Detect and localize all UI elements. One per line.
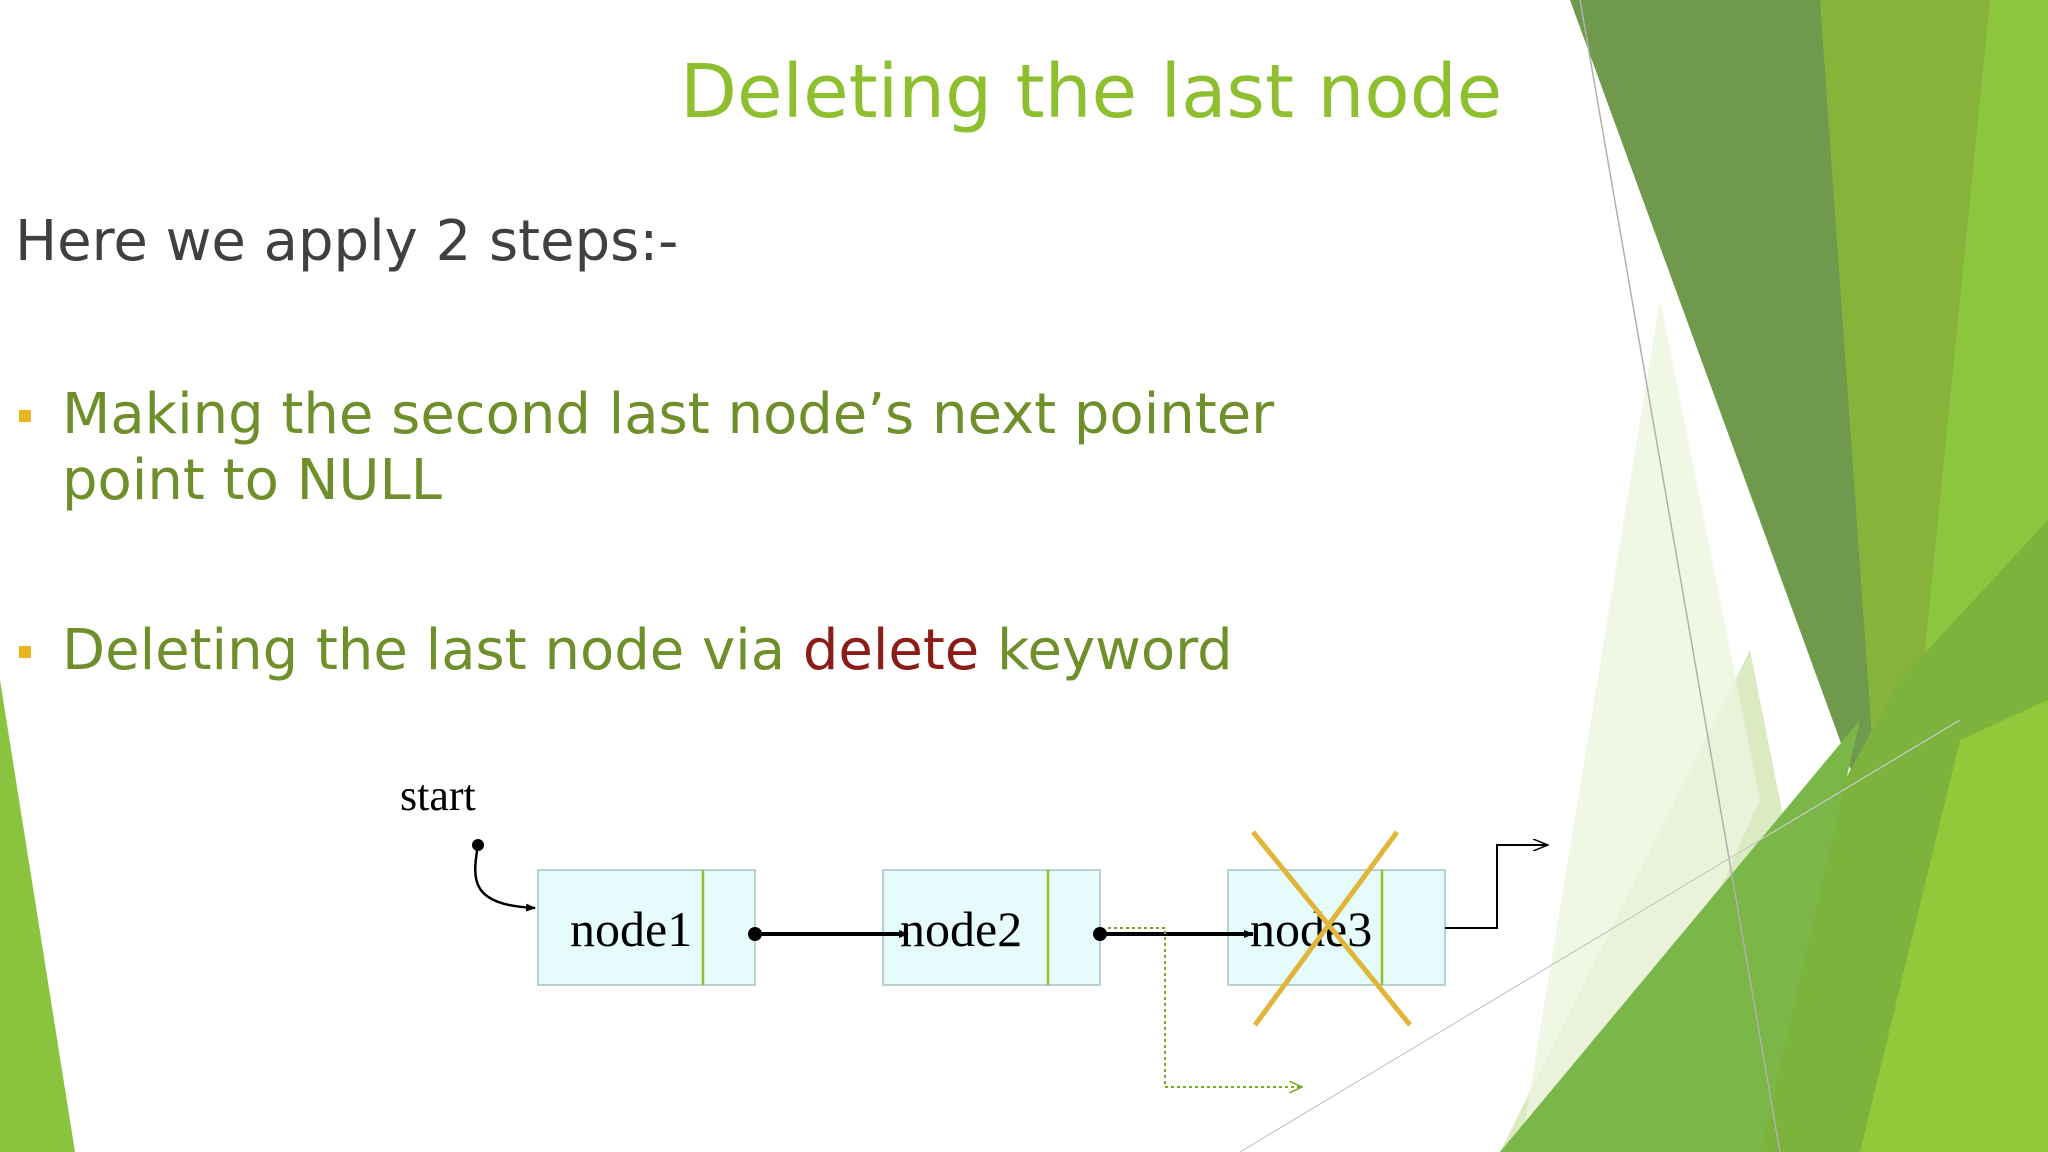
bullet-text-2-before: Deleting the last node via (62, 618, 803, 683)
node-2-null-dotted-arrow (1108, 927, 1302, 1087)
slide-title: Deleting the last node (680, 49, 1503, 135)
delete-cross-icon (1251, 830, 1412, 1027)
node-2-label: node2 (900, 901, 1022, 957)
deco-pale-band (1520, 300, 1760, 1152)
bullet-marker-icon (19, 410, 31, 422)
node-3-null-arrow (1445, 845, 1548, 929)
node-1-label: node1 (570, 901, 692, 957)
deco-dark-green-band (1570, 0, 1920, 850)
start-pointer-arrow (473, 844, 536, 912)
node-2-box (882, 869, 1101, 986)
node-1-box (537, 869, 756, 986)
deco-left-edge-strip (0, 680, 75, 1152)
bullet-text-2-after: keyword (979, 618, 1233, 683)
bullet-text-1: Making the second last node’s next point… (62, 382, 1275, 513)
deco-thin-line-2 (1239, 719, 1961, 1152)
delete-keyword: delete (802, 618, 980, 683)
bullet-item-2: Deleting the last node via delete keywor… (16, 618, 1416, 684)
deco-bright-lower-band (1860, 700, 2048, 1152)
node-3: node3 (1227, 869, 1446, 986)
intro-text: Here we apply 2 steps:- (15, 209, 679, 274)
bullet-text-2: Deleting the last node via delete keywor… (62, 618, 1416, 684)
node-2: node2 (882, 869, 1101, 986)
node-3-box (1227, 869, 1446, 986)
deco-bottom-left-wedge (1500, 720, 1860, 1152)
bullet-item-1: Making the second last node’s next point… (16, 382, 1416, 514)
start-label: start (400, 771, 476, 820)
deco-thin-line-1 (1579, 0, 1781, 1152)
node-1: node1 (537, 869, 756, 986)
bullet-marker-icon (19, 646, 31, 658)
